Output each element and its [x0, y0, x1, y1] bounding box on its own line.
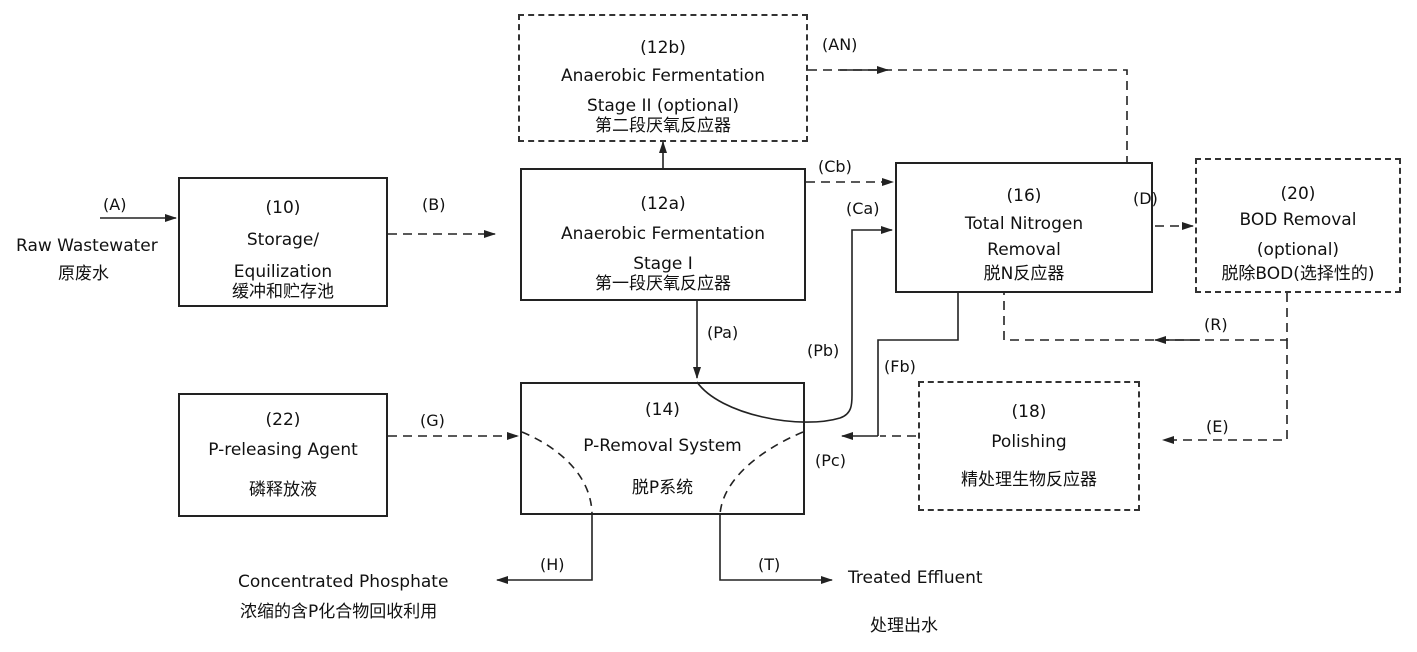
box-22-number: (22) [265, 410, 301, 430]
flow-h [496, 515, 593, 584]
stream-label-ca: (Ca) [846, 199, 880, 218]
box-12a-line2: Stage I [633, 254, 693, 274]
stream-label-t: (T) [758, 555, 781, 574]
box-10-chinese: 缓冲和贮存池 [232, 282, 334, 302]
box-12b-number: (12b) [640, 38, 686, 58]
stream-label-h: (H) [540, 555, 565, 574]
box-14-chinese: 脱P系统 [631, 478, 694, 498]
flow-r [1003, 293, 1288, 341]
box-12a-line1: Anaerobic Fermentation [561, 224, 765, 244]
box-14-line1: P-Removal System [583, 436, 742, 456]
box-20-line1: BOD Removal [1239, 210, 1357, 230]
stream-label-g: (G) [420, 411, 445, 430]
box-16-line2: Removal [987, 240, 1061, 260]
stream-label-a: (A) [103, 195, 127, 214]
stream-label-b: (B) [422, 195, 446, 214]
stream-label-d: (D) [1133, 189, 1158, 208]
flow-t [719, 515, 833, 584]
box-12a-number: (12a) [640, 194, 686, 214]
stream-label-an: (AN) [822, 35, 858, 54]
box-20-bod-removal [1195, 158, 1401, 293]
box-18-line1: Polishing [991, 432, 1067, 452]
box-10-number: (10) [265, 198, 301, 218]
box-14-number: (14) [645, 400, 680, 420]
stream-label-e: (E) [1206, 417, 1229, 436]
box-12b-anaerobic-stage-2 [518, 14, 808, 142]
raw-wastewater-chinese: 原废水 [58, 264, 109, 284]
stream-label-r: (R) [1204, 315, 1228, 334]
box-12b-line1: Anaerobic Fermentation [561, 66, 765, 86]
box-12a-chinese: 第一段厌氧反应器 [595, 274, 731, 294]
flow-fb [877, 293, 959, 436]
box-12b-chinese: 第二段厌氧反应器 [595, 116, 731, 136]
treated-effluent-label: Treated Effluent [848, 568, 983, 588]
concentrated-phosphate-chinese: 浓缩的含P化合物回收利用 [240, 602, 438, 622]
box-18-number: (18) [1011, 402, 1047, 422]
box-22-chinese: 磷释放液 [249, 480, 317, 500]
box-22-p-releasing-agent [178, 393, 388, 517]
box-16-nitrogen-removal [895, 162, 1153, 293]
flow-pb-ca [696, 226, 893, 423]
box-16-chinese: 脱N反应器 [983, 264, 1065, 284]
box-20-chinese: 脱除BOD(选择性的) [1221, 264, 1375, 284]
box-22-line1: P-releasing Agent [208, 440, 358, 460]
box-10-line2: Equilization [233, 262, 333, 282]
box-20-line2: (optional) [1256, 240, 1340, 260]
box-12a-anaerobic-stage-1 [520, 168, 806, 301]
raw-wastewater-label: Raw Wastewater [16, 236, 158, 256]
box-18-chinese: 精处理生物反应器 [961, 470, 1097, 490]
stream-label-pc: (Pc) [815, 451, 846, 470]
arc-right [719, 431, 804, 516]
arc-left [521, 431, 593, 516]
stream-label-cb: (Cb) [818, 157, 852, 176]
stream-label-fb: (Fb) [884, 357, 916, 376]
box-18-polishing [918, 381, 1140, 511]
box-16-line1: Total Nitrogen [964, 214, 1084, 234]
box-10-storage [178, 177, 388, 307]
flow-e [1162, 340, 1288, 444]
stream-label-pa: (Pa) [707, 323, 739, 342]
box-20-number: (20) [1280, 184, 1316, 204]
box-12b-line2: Stage II (optional) [586, 96, 740, 116]
box-14-p-removal-system [520, 382, 805, 515]
box-10-line1: Storage/ [246, 230, 320, 250]
concentrated-phosphate-label: Concentrated Phosphate [238, 572, 449, 592]
box-16-number: (16) [1006, 186, 1042, 206]
treated-effluent-chinese: 处理出水 [870, 616, 938, 636]
stream-label-pb: (Pb) [807, 341, 840, 360]
